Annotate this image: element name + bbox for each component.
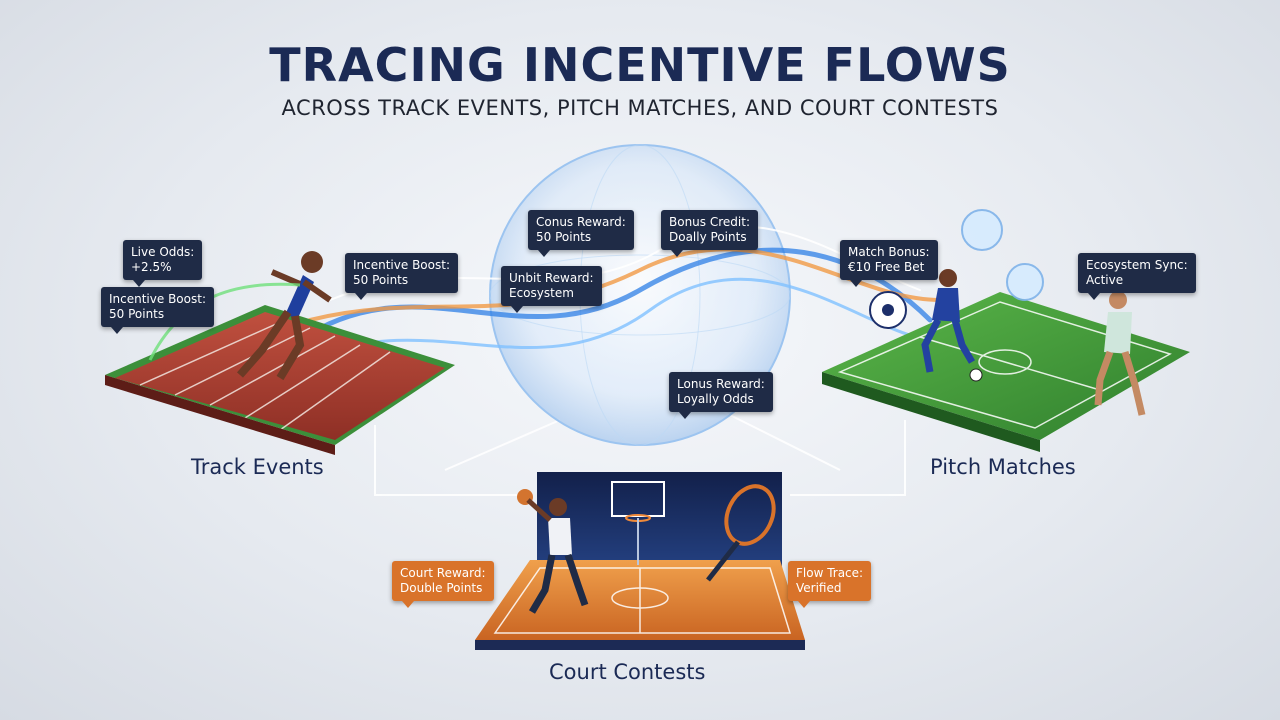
tag-court-reward: Court Reward: Double Points <box>392 561 494 608</box>
basketball-player <box>517 489 589 614</box>
tag-match-bonus-line2: €10 Free Bet <box>848 260 925 274</box>
tag-bonus-credit: Bonus Credit: Doally Points <box>661 210 758 257</box>
tag-live-odds-line1: Live Odds: <box>131 245 195 259</box>
tag-bonus-credit-line2: Doally Points <box>669 230 747 244</box>
venue-label-track: Track Events <box>191 455 324 479</box>
tag-lonus-reward-line2: Loyally Odds <box>677 392 754 406</box>
tag-unbit-reward: Unbit Reward: Ecosystem <box>501 266 602 313</box>
court-platform <box>475 472 805 650</box>
tag-live-odds: Live Odds: +2.5% <box>123 240 203 287</box>
tag-incentive-boost-right-line2: 50 Points <box>353 273 409 287</box>
tennis-racket-icon <box>706 484 776 582</box>
tag-court-reward-line1: Court Reward: <box>400 566 486 580</box>
tag-live-odds-line2: +2.5% <box>131 260 172 274</box>
venue-label-court: Court Contests <box>549 660 706 684</box>
tag-conus-reward: Conus Reward: 50 Points <box>528 210 634 257</box>
tag-incentive-boost-left-line1: Incentive Boost: <box>109 292 206 306</box>
tag-flow-trace-line2: Verified <box>796 581 842 595</box>
tag-match-bonus: Match Bonus: €10 Free Bet <box>840 240 938 287</box>
tag-ecosystem-sync-line2: Active <box>1086 273 1124 287</box>
tag-court-reward-line2: Double Points <box>400 581 483 595</box>
tag-incentive-boost-right: Incentive Boost: 50 Points <box>345 253 458 300</box>
tag-flow-trace: Flow Trace: Verified <box>788 561 872 608</box>
page-subtitle: ACROSS TRACK EVENTS, PITCH MATCHES, AND … <box>281 96 999 120</box>
tag-ecosystem-sync-line1: Ecosystem Sync: <box>1086 258 1188 272</box>
tag-flow-trace-line1: Flow Trace: <box>796 566 864 580</box>
tag-incentive-boost-left-line2: 50 Points <box>109 307 165 321</box>
footballer-figures <box>921 269 1146 416</box>
tag-conus-reward-line1: Conus Reward: <box>536 215 626 229</box>
tag-match-bonus-line1: Match Bonus: <box>848 245 930 259</box>
tag-unbit-reward-line2: Ecosystem <box>509 286 574 300</box>
venue-label-pitch: Pitch Matches <box>930 455 1076 479</box>
tag-ecosystem-sync: Ecosystem Sync: Active <box>1078 253 1196 300</box>
connector-lines <box>374 409 906 496</box>
tag-unbit-reward-line1: Unbit Reward: <box>509 271 594 285</box>
tag-bonus-credit-line1: Bonus Credit: <box>669 215 750 229</box>
tag-incentive-boost-left: Incentive Boost: 50 Points <box>101 287 214 334</box>
tag-conus-reward-line2: 50 Points <box>536 230 592 244</box>
tag-incentive-boost-right-line1: Incentive Boost: <box>353 258 450 272</box>
page-title: TRACING INCENTIVE FLOWS <box>269 38 1011 92</box>
soccer-ball-icons <box>869 209 1044 382</box>
tag-lonus-reward-line1: Lonus Reward: <box>677 377 765 391</box>
tag-lonus-reward: Lonus Reward: Loyally Odds <box>669 372 773 419</box>
